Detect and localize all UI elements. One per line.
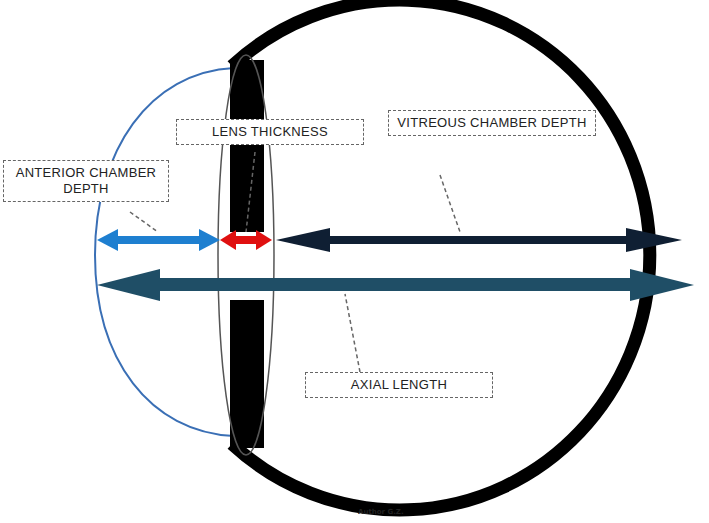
leader-line (246, 152, 255, 232)
iris-lower (230, 300, 264, 448)
callout-text: AXIAL LENGTH (314, 377, 484, 393)
callout-text: ANTERIOR CHAMBER DEPTH (12, 165, 160, 197)
leader-line (345, 294, 360, 372)
leader-line (130, 212, 158, 232)
author-credit: Author G.Z. (358, 508, 404, 516)
lens-arrow (220, 230, 272, 250)
leader-line (440, 175, 460, 232)
callout-box: ANTERIOR CHAMBER DEPTH (3, 160, 169, 202)
callout-text: VITREOUS CHAMBER DEPTH (397, 115, 587, 131)
callout-text: LENS THICKNESS (185, 124, 355, 140)
callout-box: VITREOUS CHAMBER DEPTH (388, 110, 596, 136)
eyeball-wall (232, 0, 650, 510)
lens (218, 55, 274, 455)
anterior-arrow (97, 229, 220, 251)
callout-box: AXIAL LENGTH (305, 372, 493, 398)
iris-upper (230, 60, 264, 232)
callout-box: LENS THICKNESS (176, 119, 364, 145)
axial-arrow (97, 269, 694, 301)
vitreous-arrow (276, 228, 682, 252)
